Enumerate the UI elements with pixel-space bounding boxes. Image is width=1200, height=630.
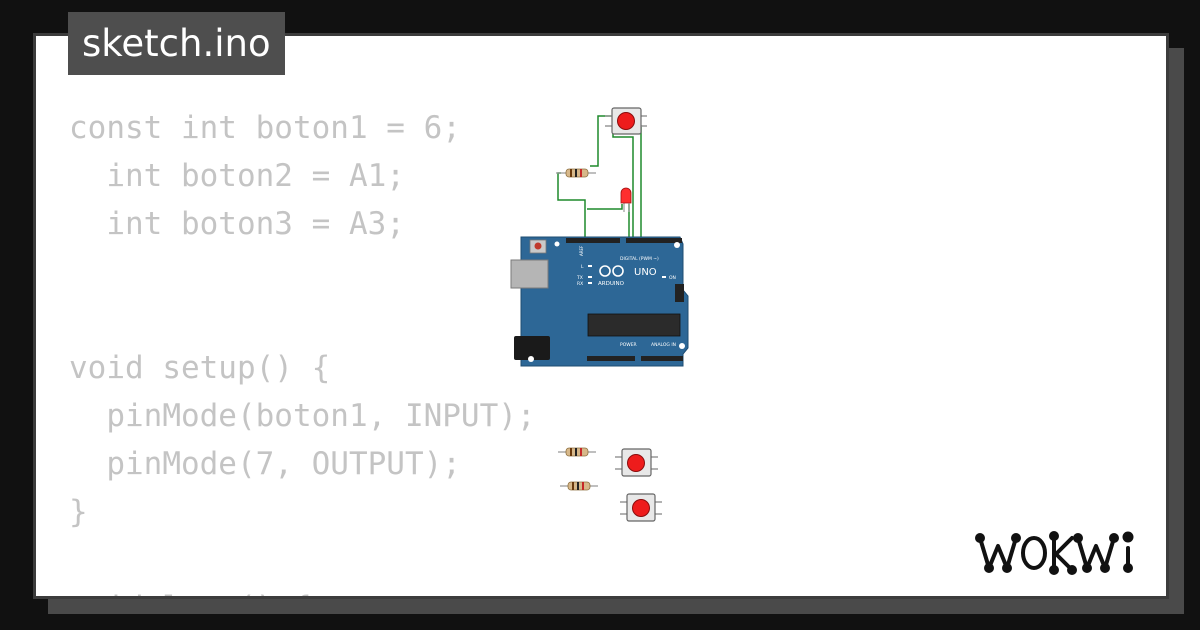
- power-jack: [514, 336, 550, 360]
- code-editor[interactable]: const int boton1 = 6; int boton2 = A1; i…: [69, 104, 536, 596]
- resistor[interactable]: [560, 481, 598, 491]
- circuit-diagram: UNO ARDUINO DIGITAL (PWM ~) POWER ANALOG…: [510, 107, 689, 522]
- resistor[interactable]: [558, 447, 596, 457]
- wires: [557, 115, 642, 240]
- code-line: [69, 536, 536, 584]
- code-line: void loop() {: [69, 584, 536, 596]
- wire: [557, 172, 586, 240]
- pushbutton[interactable]: [605, 107, 647, 135]
- code-line: }: [69, 494, 88, 530]
- l-led-label: L: [581, 264, 584, 270]
- aref-label: AREF: [579, 245, 584, 256]
- board-brand-label: ARDUINO: [598, 281, 625, 287]
- code-line: int boton3 = A3;: [69, 206, 405, 242]
- wire: [612, 132, 634, 240]
- microcontroller-chip: [587, 313, 681, 337]
- filename-tab[interactable]: sketch.ino: [68, 12, 285, 75]
- on-led-label: ON: [669, 275, 676, 281]
- usb-port: [510, 259, 549, 289]
- board-model-label: UNO: [634, 267, 657, 278]
- arduino-uno-board[interactable]: UNO ARDUINO DIGITAL (PWM ~) POWER ANALOG…: [510, 236, 689, 367]
- arduino-infinity-icon: [599, 265, 611, 277]
- code-line: void setup() {: [69, 350, 331, 386]
- tx-led-label: TX: [576, 275, 583, 281]
- pushbutton[interactable]: [615, 448, 658, 477]
- code-line: [69, 296, 536, 344]
- code-line: const int boton1 = 6;: [69, 110, 461, 146]
- rx-led-label: RX: [577, 281, 583, 287]
- code-line: pinMode(7, OUTPUT);: [69, 446, 461, 482]
- wire: [590, 115, 611, 167]
- code-line: int boton2 = A1;: [69, 158, 405, 194]
- code-line: pinMode(boton1, INPUT);: [69, 398, 536, 434]
- pushbutton[interactable]: [620, 493, 662, 522]
- wokwi-logo: [975, 531, 1134, 575]
- led[interactable]: [620, 187, 632, 212]
- resistor[interactable]: [556, 168, 596, 178]
- wire: [587, 204, 623, 210]
- digital-pins-label: DIGITAL (PWM ~): [620, 256, 659, 262]
- power-pins-label: POWER: [620, 342, 637, 348]
- code-line: [69, 248, 536, 296]
- analog-pins-label: ANALOG IN: [651, 342, 676, 348]
